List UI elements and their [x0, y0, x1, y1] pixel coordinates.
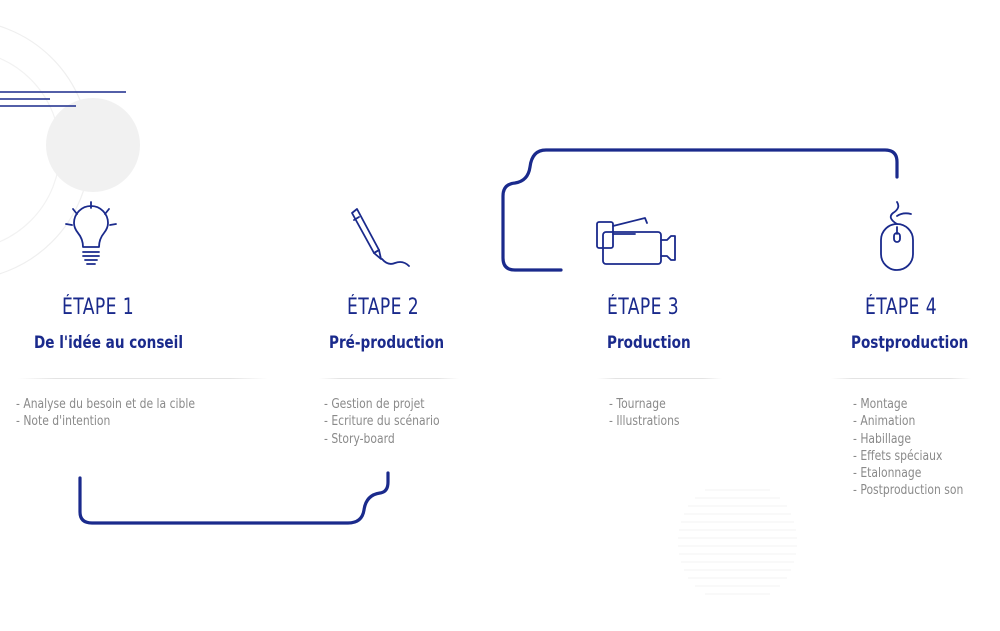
list-item: - Habillage — [853, 431, 911, 447]
video-camera-icon — [595, 200, 685, 275]
list-item: - Etalonnage — [853, 466, 922, 482]
bottom-connector — [78, 471, 390, 525]
step-title: Pré-production — [329, 333, 444, 353]
divider — [319, 378, 459, 379]
task-list: - Tournage - Illustrations — [609, 396, 869, 431]
list-item: - Tournage — [609, 397, 666, 412]
task-list: - Montage - Animation - Habillage - Effe… — [853, 396, 1000, 500]
task-list: - Gestion de projet - Ecriture du scénar… — [324, 396, 584, 448]
step-label: ÉTAPE 2 — [347, 295, 420, 320]
list-item: - Animation — [853, 414, 916, 430]
step-title: De l'idée au conseil — [34, 333, 183, 353]
top-connector — [501, 148, 899, 272]
task-list: - Analyse du besoin et de la cible - Not… — [16, 396, 276, 431]
divider — [597, 378, 722, 379]
pen-icon — [343, 200, 413, 275]
step-title: Production — [607, 333, 691, 353]
list-item: - Analyse du besoin et de la cible — [16, 397, 195, 412]
list-item: - Story-board — [324, 431, 395, 447]
list-item: - Note d'intention — [16, 414, 111, 430]
list-item: - Gestion de projet — [324, 397, 425, 412]
list-item: - Illustrations — [609, 414, 680, 430]
step-title: Postproduction — [851, 333, 969, 353]
list-item: - Postproduction son — [853, 483, 964, 499]
list-item: - Ecriture du scénario — [324, 414, 440, 430]
lightbulb-icon — [56, 200, 126, 275]
step-label: ÉTAPE 1 — [62, 295, 135, 320]
step-label: ÉTAPE 3 — [607, 295, 680, 320]
divider — [18, 378, 268, 379]
mouse-icon — [875, 200, 919, 275]
divider — [831, 378, 971, 379]
list-item: - Effets spéciaux — [853, 448, 943, 464]
step-label: ÉTAPE 4 — [865, 295, 938, 320]
list-item: - Montage — [853, 397, 908, 412]
